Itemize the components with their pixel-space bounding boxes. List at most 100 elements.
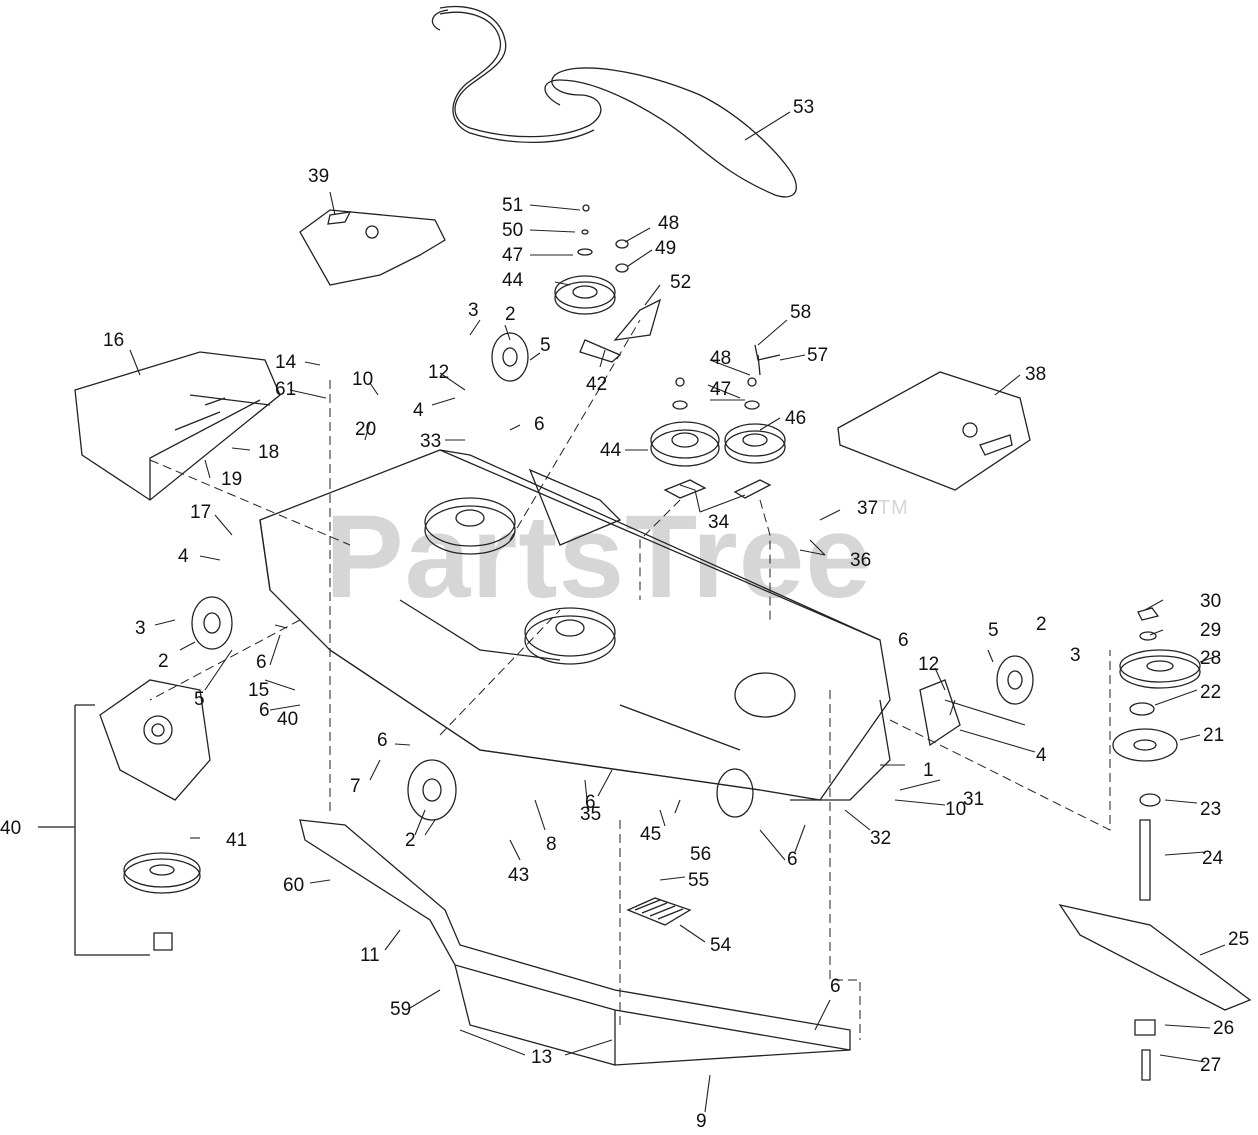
callout-38: 38 [1025, 364, 1046, 385]
callout-labels: 53 39 51 50 47 48 49 44 52 3 2 5 42 58 5… [0, 97, 1249, 1132]
callout-15: 15 [248, 680, 269, 701]
callout-23: 23 [1200, 799, 1221, 820]
callout-52: 52 [670, 272, 691, 293]
callout-6-f: 6 [585, 792, 596, 813]
callout-10-b: 10 [945, 799, 966, 820]
spindle-assembly [1058, 607, 1252, 1081]
callout-5: 5 [540, 335, 551, 356]
callout-61: 61 [275, 379, 296, 400]
callout-16: 16 [103, 330, 124, 351]
callout-36: 36 [850, 550, 871, 571]
callout-9: 9 [696, 1111, 707, 1132]
callout-26: 26 [1213, 1018, 1234, 1039]
callout-2: 2 [505, 304, 516, 325]
callout-39: 39 [308, 166, 329, 187]
callout-35: 35 [580, 804, 601, 825]
callout-44-b: 44 [600, 440, 622, 461]
callout-53: 53 [793, 97, 814, 118]
callout-12-b: 12 [918, 654, 939, 675]
callout-3: 3 [468, 300, 479, 321]
callout-3-b: 3 [135, 618, 146, 639]
callout-32: 32 [870, 828, 891, 849]
belt-cover-right [837, 371, 1031, 491]
leader-lines [129, 111, 1226, 1113]
callout-4-c: 4 [1036, 745, 1047, 766]
anti-scalp-wheels-left [191, 332, 754, 821]
callout-42: 42 [586, 374, 607, 395]
callout-6-b: 6 [898, 630, 909, 651]
callout-30: 30 [1200, 591, 1221, 612]
assembly-guide-lines [149, 319, 1111, 1040]
callout-54: 54 [710, 935, 732, 956]
idler-pulley-right [724, 344, 786, 499]
callout-20: 20 [355, 419, 376, 440]
callout-34: 34 [708, 512, 730, 533]
callout-4: 4 [413, 400, 424, 421]
callout-6-c: 6 [256, 652, 267, 673]
callout-11: 11 [360, 945, 380, 966]
callout-18: 18 [258, 442, 279, 463]
callout-5-c: 5 [194, 689, 205, 710]
callout-29: 29 [1200, 620, 1221, 641]
callout-48: 48 [658, 213, 679, 234]
idler-pulley-top [554, 204, 662, 363]
mower-deck [259, 449, 891, 801]
callout-7: 7 [350, 776, 361, 797]
gearbox-assembly [38, 679, 211, 956]
callout-22: 22 [1200, 682, 1221, 703]
callout-33: 33 [420, 431, 441, 452]
callout-47-b: 47 [710, 379, 731, 400]
callout-21: 21 [1203, 725, 1224, 746]
callout-17: 17 [190, 502, 211, 523]
callout-40: 40 [277, 709, 298, 730]
callout-2-b: 2 [1036, 614, 1047, 635]
callout-28: 28 [1200, 648, 1221, 669]
callout-48-b: 48 [710, 348, 731, 369]
deck-baffle [299, 819, 851, 1066]
callout-57: 57 [807, 345, 828, 366]
callout-55: 55 [688, 870, 709, 891]
callout-44: 44 [502, 270, 524, 291]
callout-14: 14 [275, 352, 297, 373]
callout-19: 19 [221, 469, 242, 490]
callout-12: 12 [428, 362, 449, 383]
callout-6-e: 6 [377, 730, 388, 751]
anti-scalp-wheel-right [919, 655, 1034, 747]
callout-8: 8 [546, 834, 557, 855]
callout-50: 50 [502, 220, 523, 241]
callout-59: 59 [390, 999, 411, 1020]
callout-56: 56 [690, 844, 711, 865]
belt-cover-left [299, 209, 446, 286]
callout-47: 47 [502, 245, 523, 266]
callout-37: 37 [857, 498, 878, 519]
callout-45: 45 [640, 824, 661, 845]
callout-4-b: 4 [178, 546, 189, 567]
callout-51: 51 [502, 195, 523, 216]
callout-6-g: 6 [787, 849, 798, 870]
callout-46: 46 [785, 408, 806, 429]
callout-24: 24 [1202, 848, 1224, 869]
callout-6-d: 6 [259, 700, 270, 721]
callout-2-c: 2 [158, 651, 169, 672]
callout-5-b: 5 [988, 620, 999, 641]
callout-58: 58 [790, 302, 811, 323]
callout-6: 6 [534, 414, 545, 435]
callout-1: 1 [923, 760, 934, 781]
callout-60: 60 [283, 875, 304, 896]
callout-10: 10 [352, 369, 373, 390]
callout-25: 25 [1228, 929, 1249, 950]
callout-41: 41 [226, 830, 247, 851]
callout-43: 43 [508, 865, 529, 886]
callout-49: 49 [655, 238, 676, 259]
callout-40-b: 40 [0, 818, 21, 839]
callout-27: 27 [1200, 1055, 1221, 1076]
callout-31: 31 [963, 789, 984, 810]
drive-belt [431, 5, 797, 198]
callout-6-h: 6 [830, 976, 841, 997]
callout-2-d: 2 [405, 830, 416, 851]
left-side-shield [74, 351, 281, 501]
idler-pulley-left [650, 377, 720, 499]
callout-13: 13 [531, 1047, 552, 1068]
